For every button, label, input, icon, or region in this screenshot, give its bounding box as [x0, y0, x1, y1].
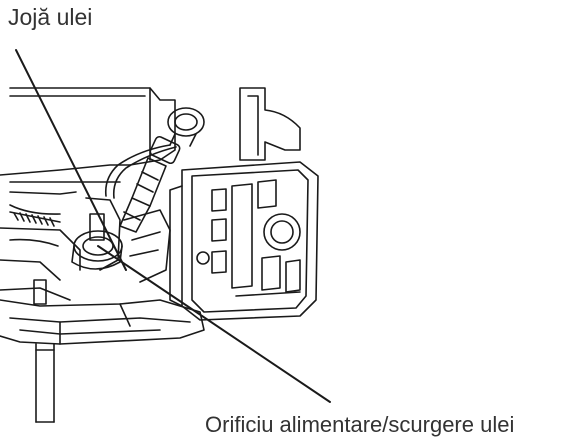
port-leader-line — [97, 245, 331, 403]
base-plate — [0, 299, 205, 345]
lifting-eye — [104, 107, 205, 199]
spark-plug-boot — [119, 135, 181, 233]
dipstick-leader-line — [15, 49, 127, 271]
muffler-guard — [169, 161, 319, 321]
crankcase — [0, 181, 171, 305]
engine-housing — [0, 87, 176, 176]
dipstick-label: Jojă ulei — [8, 4, 93, 30]
drive-shaft — [35, 343, 55, 423]
fill-drain-port-label: Orificiu alimentare/scurgere ulei — [205, 412, 515, 437]
mounting-bracket — [239, 87, 301, 161]
